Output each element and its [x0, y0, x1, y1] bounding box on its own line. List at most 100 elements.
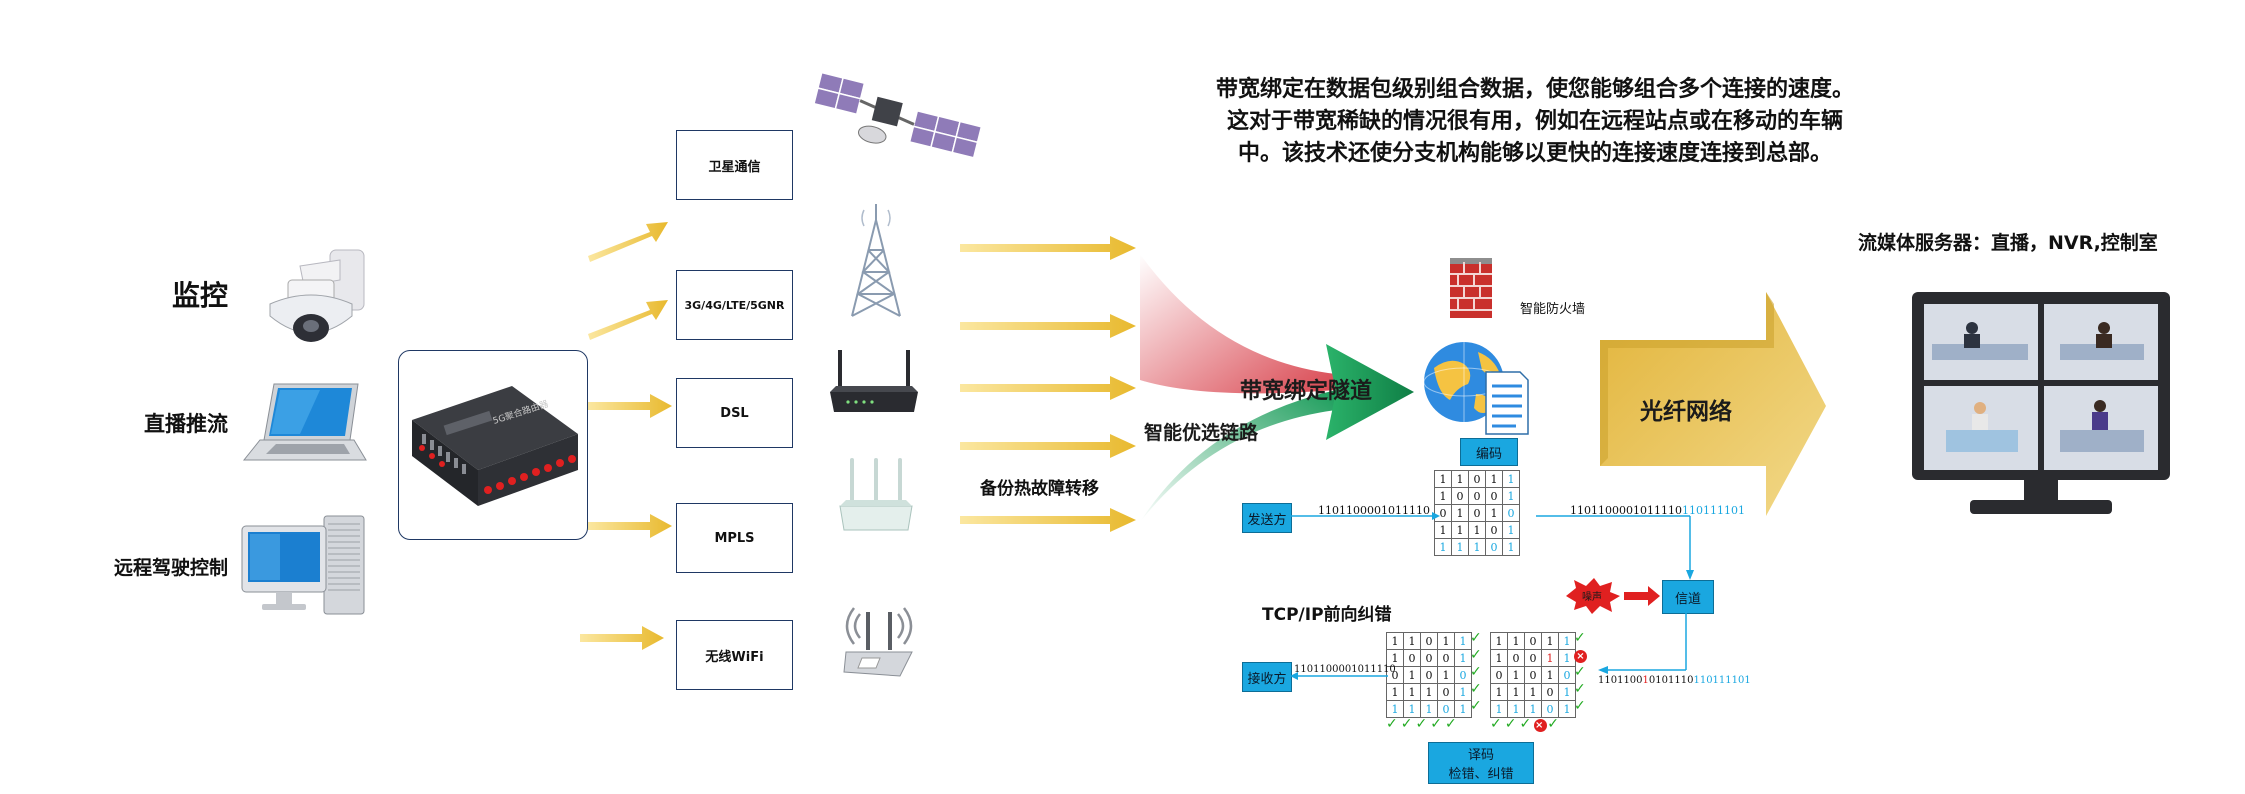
matrix-cell: 1 [1451, 538, 1469, 556]
recv-bits: 110110010101110110111101 [1598, 675, 1751, 686]
matrix-cell: 1 [1558, 632, 1576, 650]
matrix-cell: 0 [1502, 504, 1520, 522]
matrix-cell: 1 [1541, 666, 1559, 684]
check-icon: ✓ [1400, 716, 1416, 732]
matrix-cell: 1 [1502, 470, 1520, 488]
matrix-cell: 0 [1403, 649, 1421, 667]
matrix-cell: 1 [1434, 521, 1452, 539]
matrix-cell: 1 [1490, 700, 1508, 718]
check-icon: ✓ [1444, 716, 1460, 732]
check-icon: ✓ [1490, 716, 1505, 732]
receiver-box: 接收方 [1242, 662, 1292, 692]
matrix-cell: 1 [1558, 700, 1576, 718]
matrix-cell: 0 [1420, 649, 1438, 667]
matrix-cell: 1 [1434, 487, 1452, 505]
dsl-modem-icon [830, 350, 918, 412]
matrix-cell: 1 [1451, 504, 1469, 522]
channel-bits: 1101100001011110110111101 [1570, 504, 1745, 517]
matrix-cell: 0 [1451, 487, 1469, 505]
tunnel-label: 带宽绑定隧道 [1240, 379, 1373, 404]
check-column-b: ✓×✓✓✓ [1574, 630, 1587, 715]
encode-box: 编码 [1460, 438, 1518, 466]
check-icon: ✓ [1415, 716, 1431, 732]
matrix-cell: 1 [1434, 538, 1452, 556]
recv-bits-parity: 110111101 [1693, 675, 1751, 686]
matrix-cell: 0 [1437, 683, 1455, 701]
cross-icon: × [1534, 719, 1548, 732]
matrix-cell: 0 [1468, 470, 1486, 488]
matrix-cell: 1 [1507, 683, 1525, 701]
link-box-satellite: 卫星通信 [676, 130, 793, 200]
out-bits: 1101100001011110 [1294, 664, 1396, 675]
check-row-b: ✓✓✓×✓ [1490, 716, 1562, 732]
arrow-to-wifi [580, 626, 664, 650]
sender-box: 发送方 [1242, 503, 1292, 533]
matrix-cell: 0 [1420, 666, 1438, 684]
matrix-cell: 0 [1507, 649, 1525, 667]
matrix-cell: 1 [1403, 700, 1421, 718]
satellite-icon [813, 72, 983, 159]
server-label: 流媒体服务器：直播，NVR,控制室 [1858, 232, 2158, 254]
matrix-cell: 0 [1524, 649, 1542, 667]
description-line-3: 中。该技术还使分支机构能够以更快的连接速度连接到总部。 [1237, 141, 1832, 166]
matrix-cell: 0 [1437, 649, 1455, 667]
check-icon: ✓ [1574, 630, 1586, 646]
matrix-cell: 0 [1524, 666, 1542, 684]
matrix-cell: 1 [1524, 700, 1542, 718]
monitor-wall-icon [1912, 292, 2170, 514]
matrix-cell: 0 [1468, 504, 1486, 522]
check-icon: ✓ [1470, 698, 1482, 714]
arrow-to-cellular [588, 300, 668, 340]
decode-box: 译码 检错、纠错 [1428, 742, 1534, 784]
matrix-cell: 0 [1524, 632, 1542, 650]
firewall-icon [1450, 258, 1492, 318]
globe-document-icon [1423, 342, 1529, 435]
matrix-cell: 1 [1420, 683, 1438, 701]
channel-line [1536, 515, 1694, 580]
fiber-network-label: 光纤网络 [1640, 399, 1732, 425]
check-icon: ✓ [1470, 630, 1482, 646]
matrix-cell: 1 [1386, 632, 1404, 650]
check-icon: ✓ [1519, 716, 1535, 732]
source-label-monitor: 监控 [171, 279, 228, 312]
check-icon: ✓ [1574, 698, 1586, 714]
matrix-cell: 0 [1541, 683, 1559, 701]
matrix-cell: 1 [1437, 632, 1455, 650]
check-icon: ✓ [1547, 716, 1562, 732]
matrix-cell: 1 [1454, 632, 1472, 650]
channel-bits-blue: 110111101 [1681, 504, 1745, 517]
noise-label: 噪声 [1582, 590, 1602, 603]
decode-label-line-1: 译码 [1467, 748, 1494, 763]
noise-burst-icon: 噪声 [1566, 578, 1660, 614]
source-label-remote-drive: 远程驾驶控制 [113, 557, 228, 579]
matrix-cell: 0 [1541, 700, 1559, 718]
arrow-to-mpls [588, 514, 672, 538]
link-box-wifi: 无线WiFi [676, 620, 793, 690]
recv-bits-part-2: 0101110 [1648, 675, 1694, 686]
matrix-cell: 1 [1541, 649, 1559, 667]
matrix-cell: 1 [1403, 632, 1421, 650]
matrix-cell: 1 [1490, 632, 1508, 650]
receiver-line [1290, 672, 1388, 680]
check-column-a: ✓✓✓✓✓ [1470, 630, 1482, 715]
check-row-a: ✓✓✓✓✓ [1386, 716, 1460, 732]
matrix-cell: 1 [1403, 666, 1421, 684]
matrix-cell: 0 [1558, 666, 1576, 684]
matrix-cell: 1 [1451, 521, 1469, 539]
matrix-cell: 1 [1507, 700, 1525, 718]
aggregation-router-icon: 5G聚合路由器 [412, 386, 578, 506]
check-icon: ✓ [1470, 681, 1482, 697]
matrix-cell: 0 [1454, 666, 1472, 684]
matrix-cell: 0 [1437, 700, 1455, 718]
matrix-cell: 1 [1454, 683, 1472, 701]
cross-icon: × [1574, 647, 1587, 664]
